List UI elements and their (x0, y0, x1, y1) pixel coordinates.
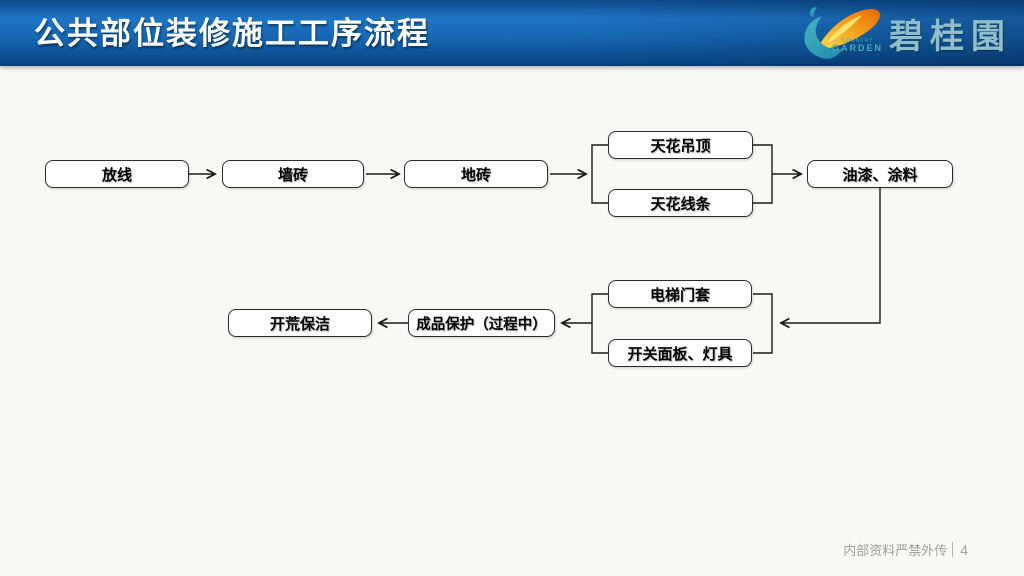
country-garden-swoosh-icon: COUNTRY GARDEN (797, 5, 885, 61)
logo-subtext-garden: GARDEN (831, 43, 883, 53)
bracket-ceiling-right (753, 144, 773, 204)
confidential-notice: 内部资料严禁外传 (843, 543, 948, 558)
swoosh-icon-svg (804, 7, 881, 59)
node-rough-cleaning: 开荒保洁 (228, 309, 372, 337)
page-title: 公共部位装修施工工序流程 (34, 16, 430, 51)
footer: 内部资料严禁外传 4 (843, 540, 968, 559)
bracket-row2-right (753, 293, 773, 354)
node-ceiling-suspension: 天花吊顶 (608, 131, 753, 159)
bracket-row2-left (591, 293, 608, 354)
node-paint-coating: 油漆、涂料 (807, 160, 953, 188)
connector-youqi-row2 (781, 188, 881, 323)
logo-subtext: COUNTRY GARDEN (832, 39, 883, 53)
page-number: 4 (960, 541, 968, 558)
logo-name: 碧桂園 (889, 18, 1012, 56)
node-ceiling-moulding: 天花线条 (608, 189, 753, 217)
node-product-protection: 成品保护（过程中） (408, 309, 555, 337)
node-wall-tiles: 墙砖 (222, 160, 364, 188)
node-switch-panels-lamps: 开关面板、灯具 (608, 339, 752, 367)
header-bar: 公共部位装修施工工序流程 (0, 0, 1024, 66)
node-elevator-door-frame: 电梯门套 (608, 280, 752, 308)
footer-divider (952, 542, 954, 557)
bracket-ceiling-left (591, 144, 608, 204)
logo-subtext-country: COUNTRY (841, 38, 874, 44)
node-set-out-lines: 放线 (45, 160, 189, 188)
node-floor-tiles: 地砖 (404, 160, 548, 188)
brand-logo: COUNTRY GARDEN 碧桂園 (797, 4, 1012, 62)
